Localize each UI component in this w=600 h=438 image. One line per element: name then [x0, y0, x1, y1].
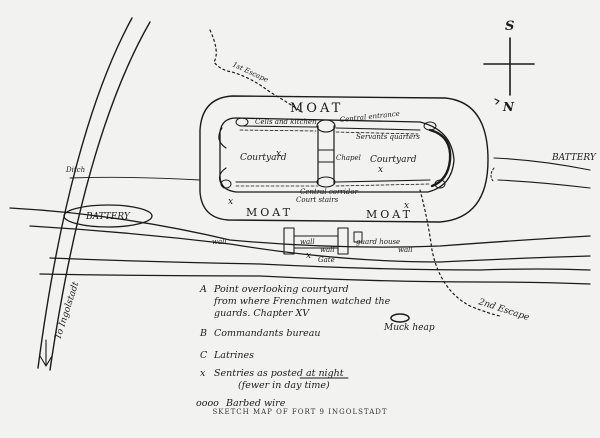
gate-label: Gate [318, 256, 335, 264]
sentry-marks: x x x x x [228, 149, 409, 261]
svg-text:x: x [228, 197, 233, 207]
fort-building [218, 117, 455, 193]
compass-south: S [505, 19, 514, 34]
perimeter-walls [9, 207, 591, 285]
wall-label-1: wall [212, 238, 227, 246]
legend-a-key: A [199, 284, 207, 295]
battery-left-outline [63, 204, 153, 228]
compass-north: N [502, 100, 515, 114]
svg-text:x: x [378, 165, 383, 175]
road-to-ingolstadt: To Ingolstadt [37, 17, 151, 371]
legend-barbed-key: oooo [196, 398, 219, 409]
battery-left-label: BATTERY [85, 212, 131, 222]
ditch-label: Ditch [65, 166, 85, 174]
legend: A Point overlooking courtyard from where… [196, 284, 391, 409]
courtyard-right-label: Courtyard [370, 155, 417, 165]
wall-label-4: wall [398, 246, 413, 254]
chapel-label: Chapel [336, 154, 361, 162]
muck-heap-label: Muck heap [383, 323, 435, 333]
wall-label-2: wall [300, 238, 315, 246]
legend-a-line1: Point overlooking courtyard [213, 284, 349, 295]
moat-bottom-right-label: MOAT [366, 208, 413, 221]
svg-text:x: x [306, 251, 311, 261]
legend-b-key: B [199, 328, 207, 339]
muck-heap-symbol [390, 313, 410, 323]
legend-b-text: Commandants bureau [214, 328, 321, 339]
guard-house-label: guard house [356, 238, 400, 246]
central-corridor-label: Central corridor [300, 188, 359, 196]
legend-barbed-text: Barbed wire [225, 398, 286, 409]
legend-c-text: Latrines [213, 350, 254, 361]
battery-right-label: BATTERY [551, 153, 597, 163]
legend-c-key: C [200, 350, 208, 361]
wall-label-3: wall [320, 246, 335, 254]
cells-kitchen-label: Cells and kitchen [255, 118, 317, 126]
moat-top-label: MOAT [290, 101, 343, 116]
moat-outer-edge [199, 95, 489, 223]
first-escape-path [209, 29, 303, 113]
svg-text:x: x [404, 201, 409, 211]
courtyard-left-label: Courtyard [240, 153, 287, 163]
servants-quarters-label: Servants quarters [356, 133, 420, 141]
second-escape-path [419, 189, 501, 317]
legend-a-line2: from where Frenchmen watched the [213, 296, 391, 307]
svg-text:x: x [276, 149, 281, 159]
first-escape-label: 1st Escape [231, 61, 269, 85]
legend-x-key: x [200, 368, 206, 379]
second-escape-label: 2nd Escape [476, 297, 530, 323]
map-caption: SKETCH MAP OF FORT 9 INGOLSTADT [212, 408, 388, 416]
gate-area [283, 227, 363, 255]
legend-a-line3: guards. Chapter XV [214, 308, 310, 319]
compass: S N [483, 19, 535, 114]
legend-x-text: Sentries as posted at night [214, 368, 344, 379]
legend-x-subtext: (fewer in day time) [238, 380, 330, 391]
to-ingolstadt-label: To Ingolstadt [53, 280, 81, 340]
moat-bottom-left-label: MOAT [246, 206, 293, 219]
court-stairs-label: Court stairs [296, 196, 339, 204]
